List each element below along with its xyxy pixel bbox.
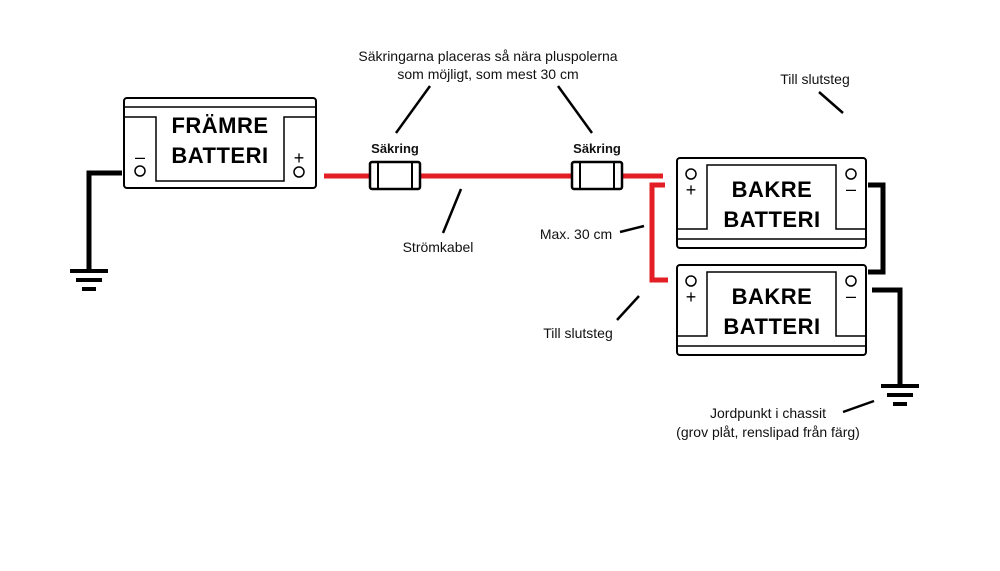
rear-top-positive-terminal	[685, 168, 697, 180]
rear-top-positive-sign: +	[686, 180, 697, 200]
front-battery-positive-terminal	[293, 166, 305, 178]
rear-top-battery-label-line1: BAKRE	[732, 177, 813, 202]
leader-lines	[394, 85, 875, 414]
rear-bottom-positive-sign: +	[686, 287, 697, 307]
ground-symbol-chassis	[881, 384, 919, 406]
front-battery-negative-sign: –	[135, 147, 145, 167]
rear-battery-top: BAKRE BATTERI + –	[676, 157, 867, 249]
fuse-1: Säkring	[368, 141, 422, 191]
ground-point-line2: (grov plåt, renslipad från färg)	[676, 424, 860, 440]
ground-point-line1: Jordpunkt i chassit	[710, 405, 826, 421]
rear-bottom-battery-label-line2: BATTERI	[723, 314, 820, 339]
front-battery-positive-sign: +	[294, 148, 305, 168]
power-cable	[324, 173, 668, 283]
front-battery-negative-terminal	[134, 165, 146, 177]
rear-top-negative-sign: –	[846, 179, 856, 199]
rear-battery-bottom: BAKRE BATTERI + –	[676, 264, 867, 356]
rear-top-battery-label-line2: BATTERI	[723, 207, 820, 232]
to-amp-left-label: Till slutsteg	[543, 325, 613, 341]
rear-bottom-negative-terminal	[845, 275, 857, 287]
ground-cables	[86, 170, 903, 385]
fuse-note-line1: Säkringarna placeras så nära pluspolerna	[358, 48, 617, 64]
fuse-2-label: Säkring	[573, 141, 621, 156]
front-battery-label-line1: FRÄMRE	[171, 113, 268, 138]
rear-top-negative-terminal	[845, 168, 857, 180]
max-length-label: Max. 30 cm	[540, 226, 612, 242]
ground-symbol-front	[70, 269, 108, 291]
rear-bottom-positive-terminal	[685, 275, 697, 287]
fuse-1-label: Säkring	[371, 141, 419, 156]
fuse-2: Säkring	[570, 141, 624, 191]
rear-bottom-battery-label-line1: BAKRE	[732, 284, 813, 309]
front-battery-label-line2: BATTERI	[171, 143, 268, 168]
power-cable-label: Strömkabel	[403, 239, 474, 255]
front-battery: FRÄMRE BATTERI – +	[123, 97, 317, 189]
rear-bottom-negative-sign: –	[846, 286, 856, 306]
fuse-note-line2: som möjligt, som mest 30 cm	[397, 66, 578, 82]
to-amp-top-label: Till slutsteg	[780, 71, 850, 87]
